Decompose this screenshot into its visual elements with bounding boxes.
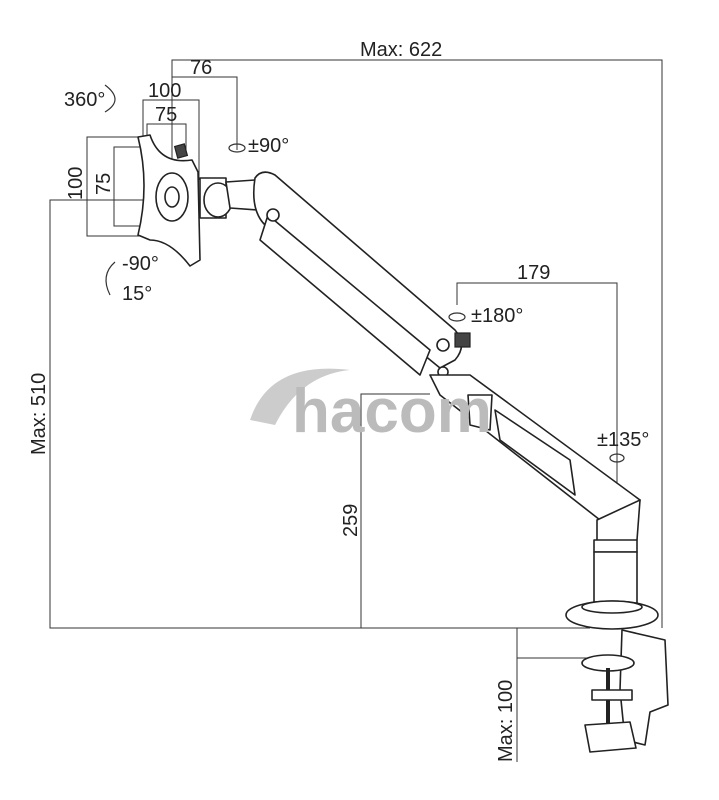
tilt-arrow-icon xyxy=(105,261,116,296)
watermark-text: hacom xyxy=(292,377,492,446)
tilt-down-label: -90° xyxy=(122,253,159,275)
pole-base xyxy=(565,499,659,630)
swivel-180-icon xyxy=(448,312,466,322)
rotation-arrows xyxy=(104,84,625,463)
offset-76-label: 76 xyxy=(190,57,212,79)
min-height-label: 259 xyxy=(340,504,362,537)
elbow-swivel-label: ±180° xyxy=(471,305,523,327)
swivel-135-icon xyxy=(609,453,625,463)
vesa-plate xyxy=(137,134,201,267)
vesa-v-100-label: 100 xyxy=(65,167,87,200)
clamp-max-label: Max: 100 xyxy=(495,680,517,762)
head-swivel-label: ±90° xyxy=(248,135,289,157)
arm-179-label: 179 xyxy=(517,262,550,284)
vesa-v-75-label: 75 xyxy=(93,173,115,195)
vesa-h-75-label: 75 xyxy=(155,104,177,126)
desk-clamp xyxy=(581,629,669,753)
watermark-logo: hacom xyxy=(250,368,492,446)
base-swivel-label: ±135° xyxy=(597,429,649,451)
swivel-90-icon xyxy=(228,143,246,153)
tilt-up-label: 15° xyxy=(122,283,152,305)
vesa-h-100-label: 100 xyxy=(148,80,181,102)
tilt-head xyxy=(199,177,259,219)
dimension-lines xyxy=(49,59,663,762)
plate-rotation-label: 360° xyxy=(64,89,105,111)
max-width-label: Max: 622 xyxy=(360,39,442,61)
upper-arm xyxy=(252,171,471,378)
max-height-label: Max: 510 xyxy=(28,373,50,455)
lower-arm xyxy=(429,374,641,531)
rotate-360-icon xyxy=(104,84,116,113)
